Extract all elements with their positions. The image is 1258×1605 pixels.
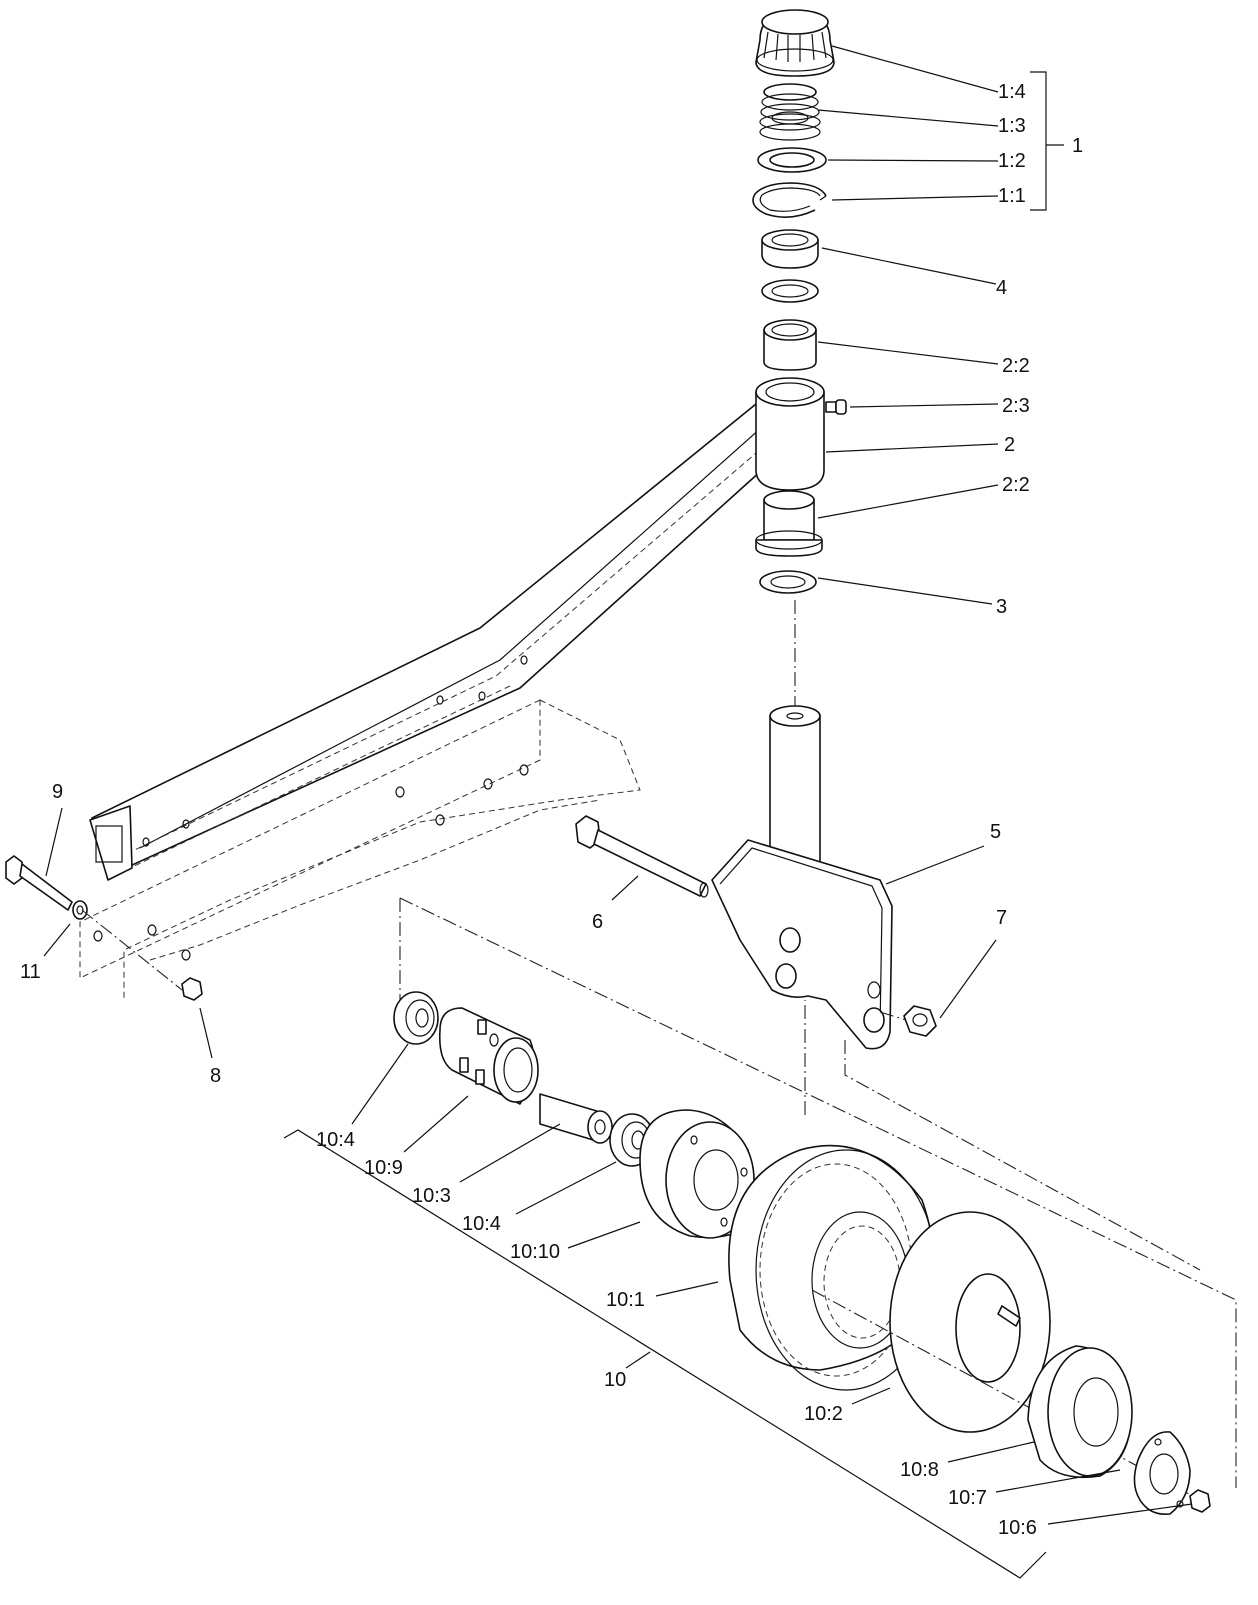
callout-1: 1 (1072, 135, 1083, 157)
mounting-plate-phantom (79, 699, 641, 1000)
grease-fitting (825, 399, 847, 415)
bracket-assembly-10 (283, 1129, 1047, 1579)
spring (759, 83, 821, 141)
callout-10-1: 10:1 (606, 1289, 645, 1311)
nut-10-6 (1189, 1489, 1211, 1513)
callout-11: 11 (20, 961, 41, 983)
washer-11 (72, 900, 88, 920)
callout-10-3: 10:3 (412, 1185, 451, 1207)
callout-9: 9 (52, 781, 63, 803)
axle-bolt-6 (575, 815, 709, 898)
axle-spacer (539, 1093, 613, 1144)
wheel-axis (811, 1289, 1201, 1501)
callout-1-1: 1:1 (998, 185, 1026, 207)
callout-10-4-a: 10:4 (316, 1129, 355, 1151)
callout-3: 3 (996, 596, 1007, 618)
callout-6: 6 (592, 911, 603, 933)
caster-arm-frame (89, 377, 825, 881)
callout-10-7: 10:7 (948, 1487, 987, 1509)
callout-10-9: 10:9 (364, 1157, 403, 1179)
rim-half-outer (1027, 1345, 1133, 1479)
seal-washer (757, 147, 827, 173)
thrust-washer (759, 570, 817, 594)
callout-2: 2 (1004, 434, 1015, 456)
callout-10-6: 10:6 (998, 1517, 1037, 1539)
callout-10-8: 10:8 (900, 1459, 939, 1481)
bolt-9 (5, 855, 73, 911)
callout-2-2-top: 2:2 (1002, 355, 1030, 377)
callout-10-4-b: 10:4 (462, 1213, 501, 1235)
caster-fork (711, 705, 893, 1050)
dust-cap (755, 9, 835, 77)
callout-10-2: 10:2 (804, 1403, 843, 1425)
hub-plate (1133, 1431, 1191, 1516)
callout-1-2: 1:2 (998, 150, 1026, 172)
nut-7 (903, 1005, 937, 1037)
bearing-cone (761, 279, 819, 303)
callout-7: 7 (996, 907, 1007, 929)
bearing-cup (761, 229, 819, 269)
callout-2-2-bottom: 2:2 (1002, 474, 1030, 496)
callout-1-4: 1:4 (998, 81, 1026, 103)
wheel-hub (438, 1007, 539, 1105)
upper-flange-bushing (763, 319, 817, 371)
bracket-assembly-1 (1030, 71, 1064, 211)
bolt-9-axis (81, 909, 183, 991)
wheel-assembly-phantom-box (399, 897, 1237, 1488)
callout-4: 4 (996, 277, 1007, 299)
leader-lines (43, 45, 1193, 1525)
lower-flange-bushing (755, 490, 823, 557)
inner-tube (889, 1211, 1051, 1433)
callout-2-3: 2:3 (1002, 395, 1030, 417)
axle-bolt-axis (879, 1011, 907, 1021)
snap-ring (752, 182, 827, 218)
wheel-bearing-left (393, 991, 439, 1045)
nut-8 (181, 977, 203, 1001)
callout-10: 10 (604, 1369, 626, 1391)
callout-5: 5 (990, 821, 1001, 843)
callout-1-3: 1:3 (998, 115, 1026, 137)
callout-8: 8 (210, 1065, 221, 1087)
callout-10-10: 10:10 (510, 1241, 560, 1263)
